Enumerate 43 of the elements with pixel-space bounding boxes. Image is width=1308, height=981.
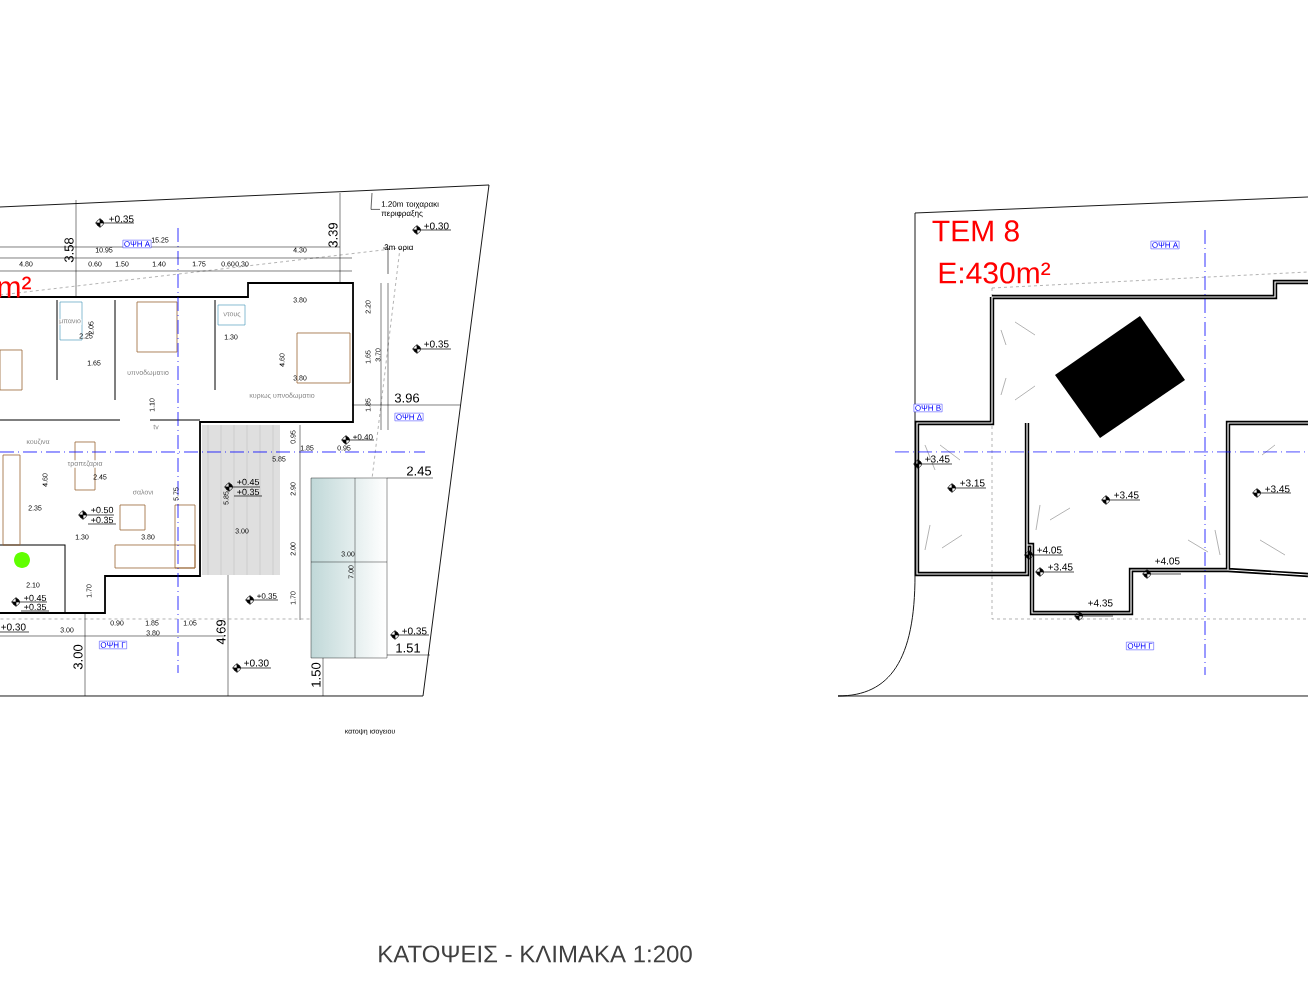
level-text: +0.45 [237, 478, 260, 486]
note-text: 3m ορια [384, 244, 414, 252]
level-text: +0.30 [244, 659, 269, 667]
level-text: +3.45 [925, 455, 950, 463]
view-tag: ΟΨΗ Γ [1126, 641, 1154, 651]
view-tag: ΟΨΗ Α [122, 239, 152, 249]
level-text: +4.05 [1037, 546, 1062, 554]
note-text: 1.20m τοιχαρακι περιφραξης [381, 201, 439, 218]
title: ΚΑΤΟΨΕΙΣ - ΚΛΙΜΑΚΑ 1:200 [379, 945, 692, 963]
level-text: +0.35 [91, 516, 114, 524]
view-tag: ΟΨΗ Β [913, 403, 943, 413]
level-text: +0.35 [24, 603, 47, 611]
view-tag: ΟΨΗ Γ [99, 640, 127, 650]
level-text: +0.35 [257, 593, 277, 599]
view-tag: ΟΨΗ Α [1150, 240, 1180, 250]
dimension-text: 1.51 [396, 643, 421, 653]
level-text: +0.35 [402, 627, 427, 635]
dimension-text: 2.45 [407, 466, 432, 476]
level-text: +0.35 [424, 340, 449, 348]
dimension-text: 4.69 [216, 619, 226, 645]
dimension-text: 3.00 [73, 644, 83, 670]
level-text: +0.35 [237, 488, 260, 496]
level-text: +3.45 [1265, 485, 1290, 493]
leader-line [382, 247, 389, 275]
dimension-text: 1.50 [311, 662, 321, 687]
dimension-text: 3.58 [64, 237, 74, 263]
level-text: +0.50 [91, 506, 114, 514]
plot-label: ΤΕΜ 8 [932, 220, 1019, 242]
dimension-text: 3.39 [328, 222, 338, 248]
level-text: +3.15 [960, 479, 985, 487]
leader-line [370, 192, 381, 210]
level-text: +0.45 [24, 594, 47, 602]
level-text: +0.30 [424, 222, 449, 230]
level-text: +0.40 [353, 434, 373, 440]
level-text: +4.35 [1088, 599, 1113, 607]
level-text: +4.05 [1155, 557, 1180, 565]
level-text: +0.30 [1, 623, 26, 631]
level-text: +0.35 [109, 215, 134, 223]
level-text: +3.45 [1114, 491, 1139, 499]
level-text: +3.45 [1048, 563, 1073, 571]
dimension-text: 3.96 [394, 393, 420, 403]
plot-label: E:430m² [939, 262, 1051, 284]
view-tag: ΟΨΗ Δ [394, 412, 424, 422]
